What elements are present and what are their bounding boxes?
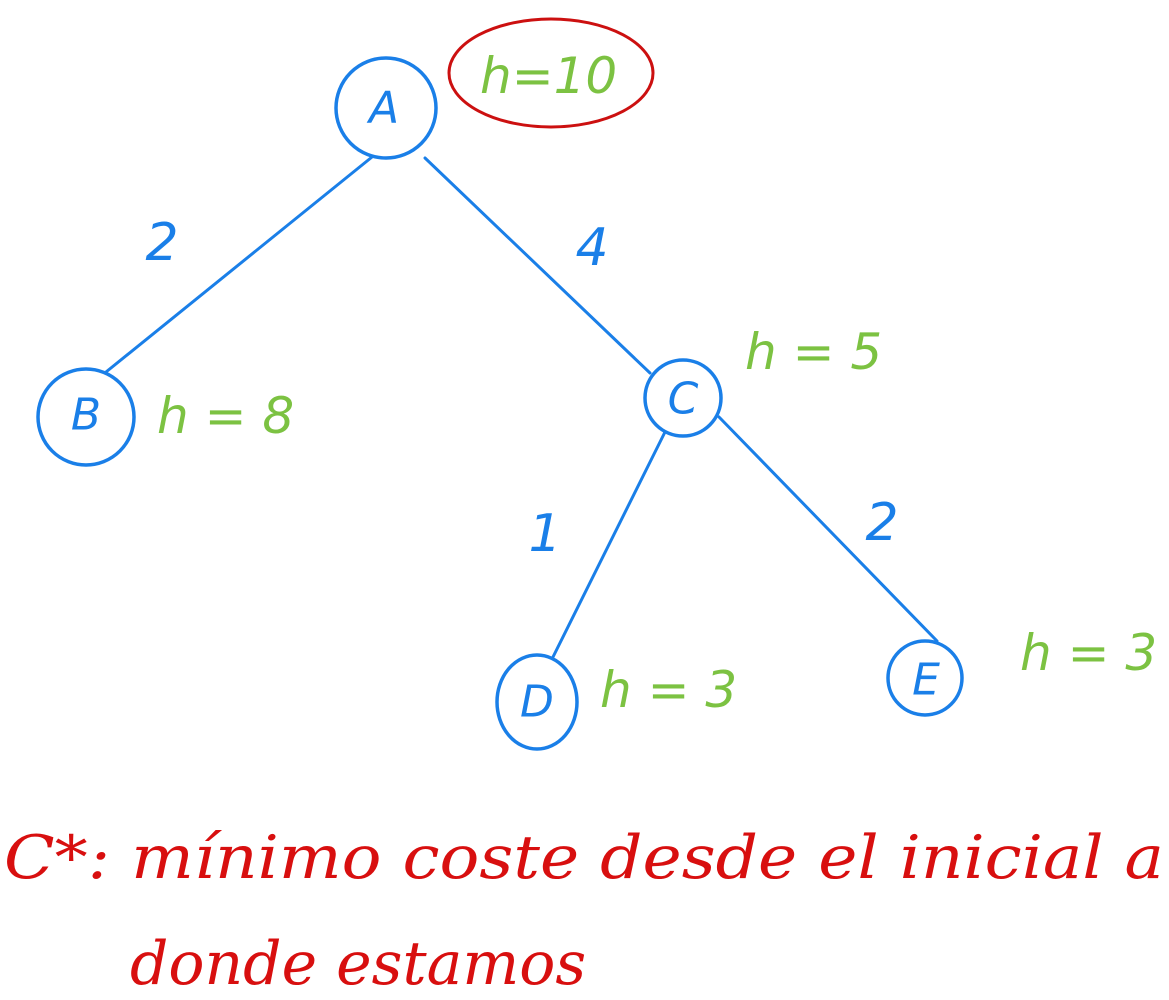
note-line-1: C*: mínimo coste desde el inicial a [4,823,1164,893]
edge-cost-a-b: 2 [145,213,178,273]
node-c-circle [643,358,723,438]
highlight-ellipse [447,17,655,129]
node-b-circle [36,367,136,467]
heuristic-a: h=10 [480,47,617,105]
edge-a-c [423,156,652,375]
node-d: D [495,653,579,751]
heuristic-e: h = 3 [1020,624,1157,682]
edge-cost-c-e: 2 [865,493,898,553]
node-a-label: A [366,83,399,134]
node-b: B [36,367,136,467]
node-a-circle [334,56,438,160]
heuristic-d: h = 3 [600,661,737,719]
node-c-label: C [668,374,699,425]
node-b-label: B [71,390,101,441]
edge-a-b [104,155,374,374]
heuristic-c: h = 5 [745,323,882,381]
edge-c-d [551,430,667,659]
node-e-label: E [912,655,940,706]
node-a: A [334,56,438,160]
node-d-circle [495,653,579,751]
heuristic-b: h = 8 [157,387,294,445]
node-d-label: D [520,677,554,728]
node-e: E [886,639,964,717]
note-line-2: donde estamos [130,929,586,999]
edge-c-e [717,415,939,643]
node-c: C [643,358,723,438]
node-e-circle [886,639,964,717]
edge-cost-a-c: 4 [575,218,608,278]
edge-cost-c-d: 1 [528,504,561,564]
